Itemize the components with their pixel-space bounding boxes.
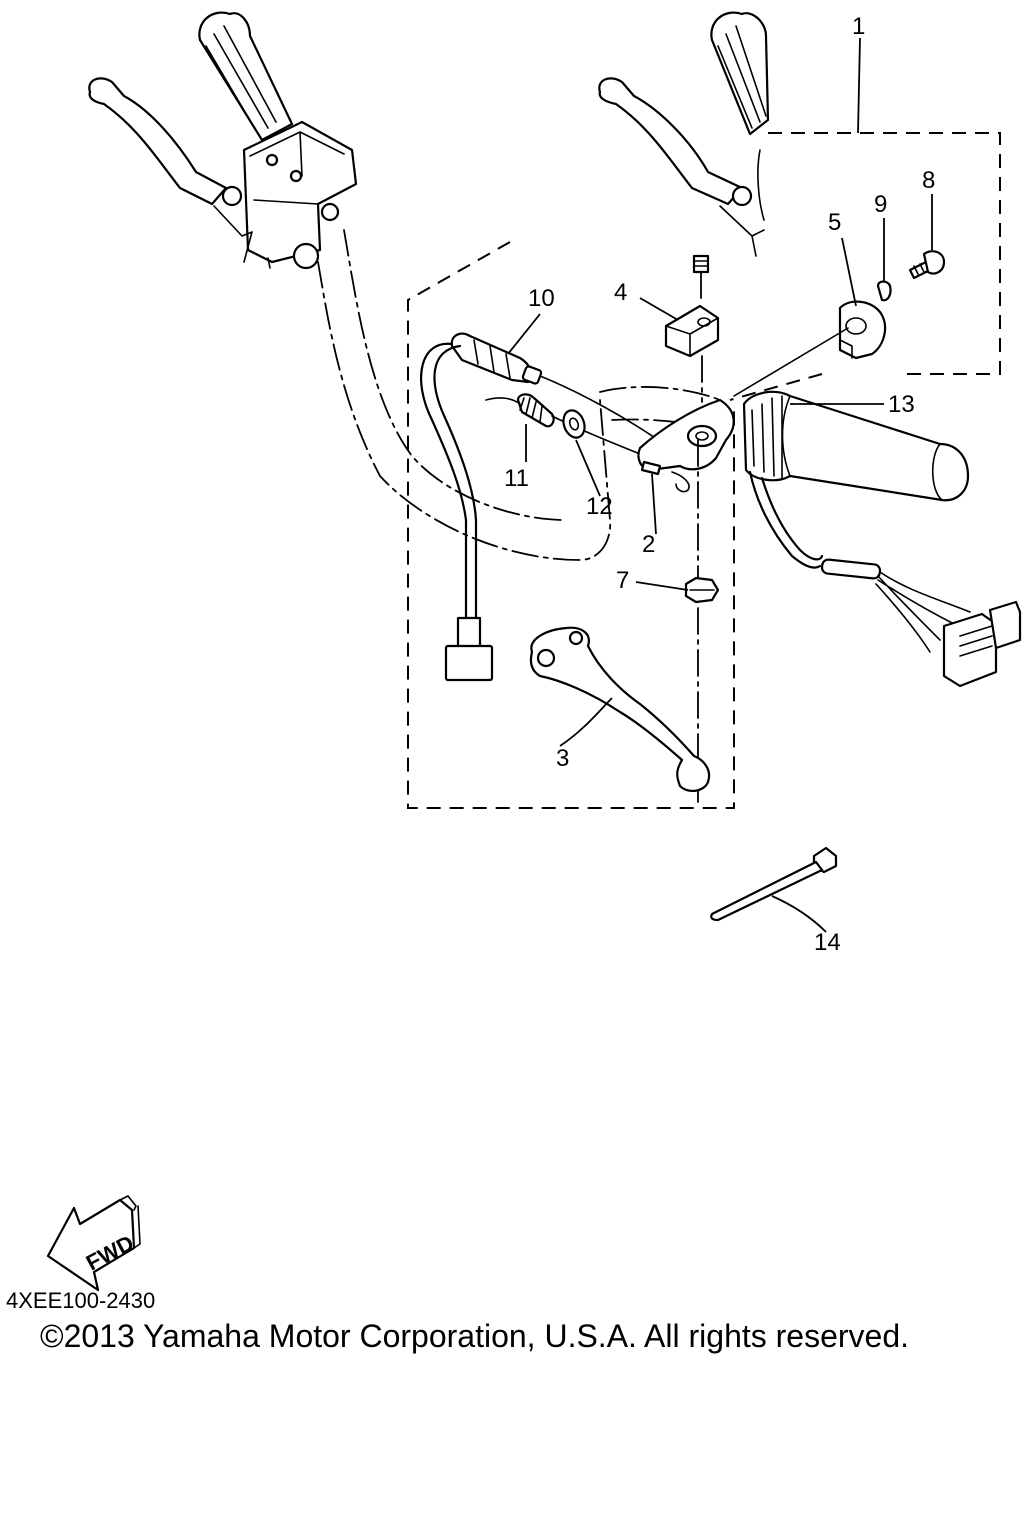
part-11-adjuster: [485, 393, 661, 463]
callout-12: 12: [586, 493, 613, 520]
callout-8: 8: [922, 167, 935, 194]
part-10-brake-switch: [419, 332, 665, 682]
lever-assembly-dashed-box: [407, 241, 735, 809]
part-3-brake-lever: [529, 626, 711, 792]
leader-lines: [507, 37, 933, 933]
part-4-holder: [664, 254, 720, 403]
callout-13: 13: [888, 391, 915, 418]
part-14-cable-tie: [710, 846, 838, 922]
callout-1: 1: [852, 13, 865, 40]
part-7-nut: [684, 576, 720, 604]
diagram-code: 4XEE100-2430: [6, 1288, 156, 1313]
part-9-washer: [876, 280, 892, 302]
part-8-screw: [908, 250, 946, 280]
switch-mount-line: [733, 327, 849, 397]
fwd-arrow-icon: FWD: [46, 1195, 141, 1292]
callout-5: 5: [828, 209, 841, 236]
right-grip-phantom: [598, 11, 770, 257]
left-grip-assembly: [88, 11, 612, 561]
copyright-notice: ©2013 Yamaha Motor Corporation, U.S.A. A…: [40, 1318, 910, 1354]
callout-2: 2: [642, 531, 655, 558]
callout-3: 3: [556, 745, 569, 772]
callout-7: 7: [616, 567, 629, 594]
part-13-grip-switch: [742, 390, 1022, 688]
part-12-locknut: [562, 409, 586, 439]
callout-14: 14: [814, 929, 841, 956]
callout-11: 11: [504, 465, 529, 492]
callout-10: 10: [528, 285, 555, 312]
callout-labels: 1 2 3 4 5 7 8 9 10 11 12 13 14: [504, 13, 935, 956]
callout-9: 9: [874, 191, 887, 218]
part-2-lever-holder: [637, 398, 735, 809]
part-5-clamp: [838, 300, 887, 360]
switch-assembly-dashed-box: [729, 132, 1001, 401]
callout-4: 4: [614, 279, 627, 306]
